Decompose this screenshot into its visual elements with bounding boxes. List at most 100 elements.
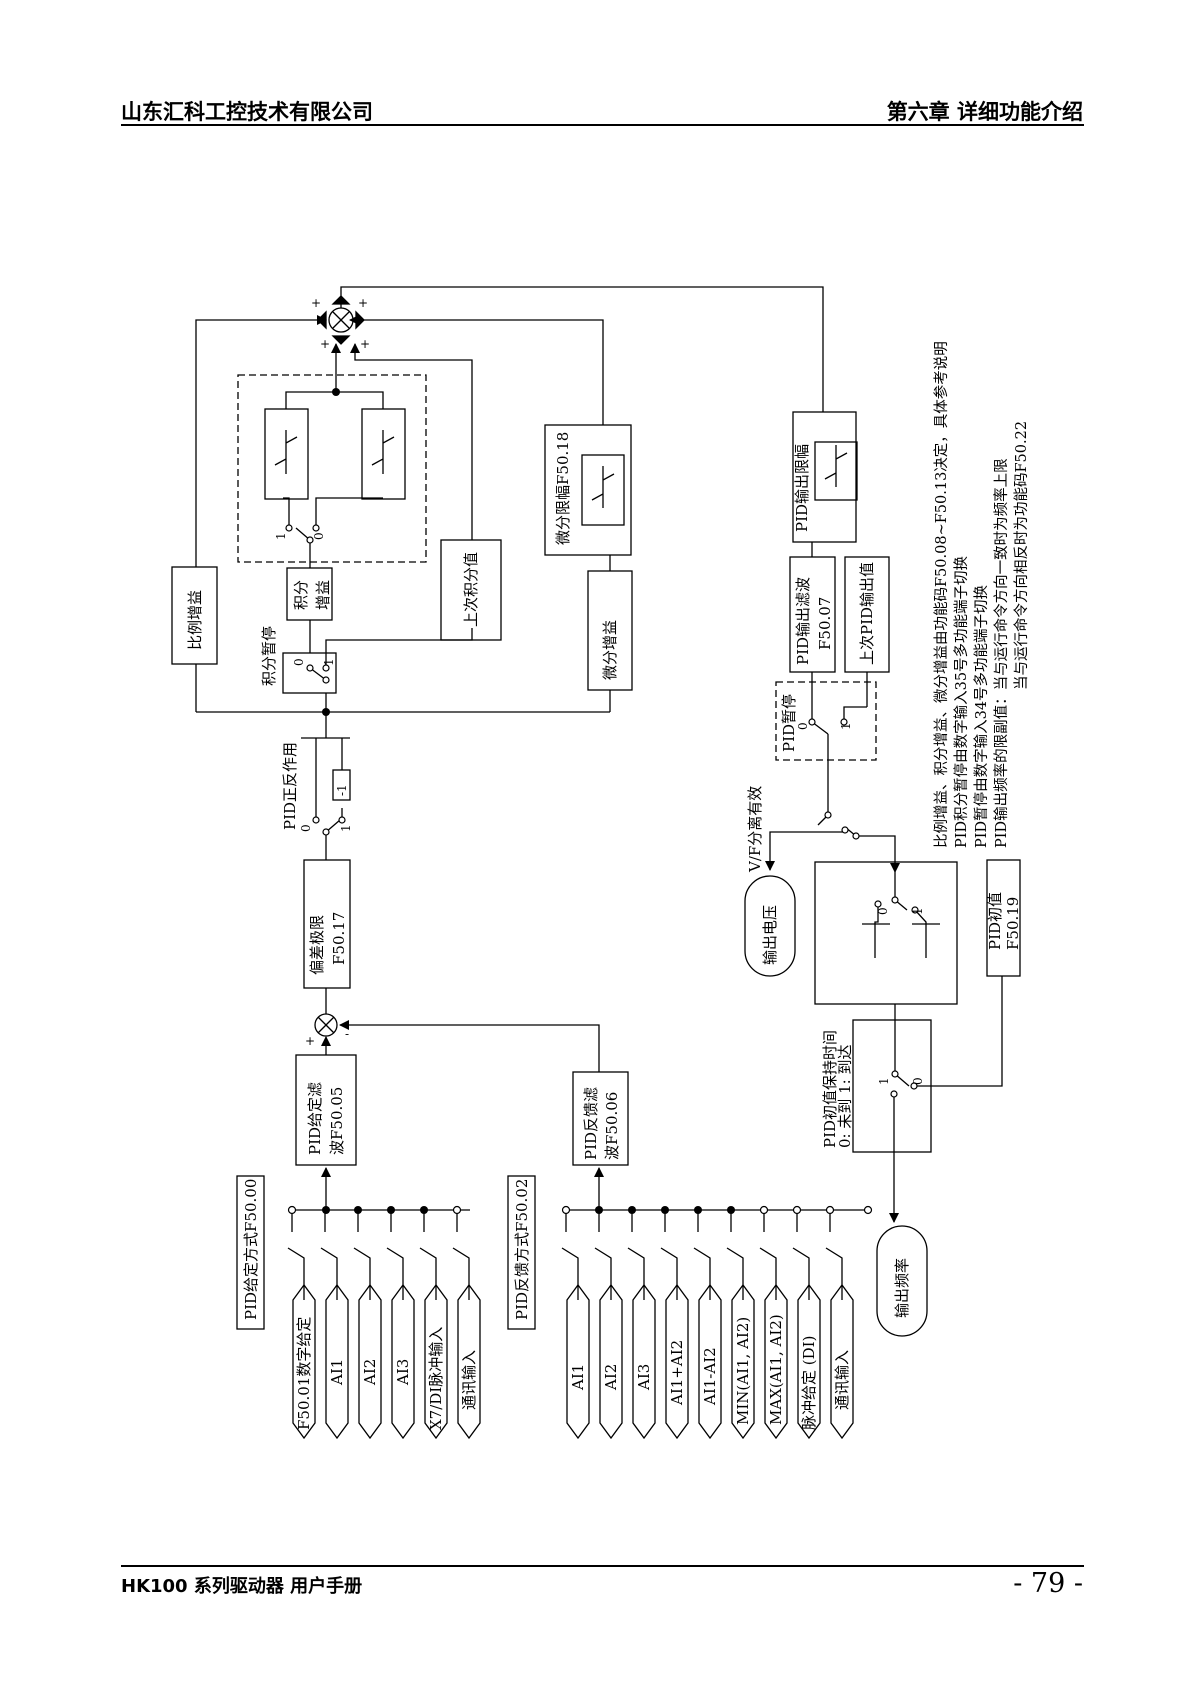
proportional-gain-label: 比例增益 bbox=[186, 590, 204, 650]
output-filter-line2: F50.07 bbox=[816, 597, 834, 650]
output-limiter bbox=[814, 441, 858, 501]
output-limit-label: PID输出限幅 bbox=[793, 444, 811, 532]
footer-manual: HK100 系列驱动器 用户手册 bbox=[121, 1576, 363, 1597]
output-frequency-label: 输出频率 bbox=[893, 1258, 911, 1318]
page-number: - 79 - bbox=[1013, 1568, 1083, 1599]
setpoint-input-switches bbox=[287, 1210, 470, 1300]
output-limiter-icon bbox=[824, 445, 848, 487]
setpoint-input-5: X7/DI脉冲输入 bbox=[427, 1327, 445, 1430]
output-limit-box bbox=[792, 411, 857, 543]
feedback-filter-line2: 波F50.06 bbox=[603, 1092, 621, 1160]
deviation-limit-line2: F50.17 bbox=[330, 912, 348, 965]
integral-gain-line2: 增益 bbox=[314, 580, 332, 610]
setpoint-filter-line1: PID给定滤 bbox=[306, 1082, 324, 1155]
last-output-label: 上次PID输出值 bbox=[858, 562, 876, 665]
integral-limiter-group bbox=[237, 374, 427, 563]
output-frequency-terminal bbox=[876, 1225, 928, 1337]
pid-sum-plus-bottom: + bbox=[320, 337, 330, 351]
pid-output-line bbox=[340, 286, 824, 412]
pid-pause-switch bbox=[811, 692, 867, 815]
note-2: PID积分暂停由数字输入35号多功能端子切换 bbox=[953, 555, 970, 848]
vf-separation-switch bbox=[765, 814, 900, 873]
setpoint-input-tags bbox=[292, 1283, 481, 1440]
direction-pos-0: 0 bbox=[299, 824, 313, 832]
junction-dots bbox=[322, 388, 735, 1214]
feedback-input-4: AI1+AI2 bbox=[668, 1340, 686, 1406]
startup-pos-1: 1 bbox=[911, 907, 925, 915]
startup-pos-0: 0 bbox=[876, 907, 890, 915]
hold-time-line2: 0: 未到 1: 到达 bbox=[836, 1045, 854, 1149]
header-rule bbox=[121, 124, 1084, 126]
startup-block bbox=[814, 861, 958, 1005]
feedback-mode-box bbox=[507, 1175, 536, 1330]
feedback-input-6: MIN(AI1, AI2) bbox=[734, 1317, 752, 1425]
feedback-input-3: AI3 bbox=[635, 1364, 653, 1391]
last-integral-to-sum-arrow bbox=[350, 343, 473, 540]
header-chapter: 第六章 详细功能介绍 bbox=[886, 100, 1083, 124]
deviation-limit-box bbox=[303, 859, 351, 989]
footer-rule bbox=[121, 1565, 1084, 1567]
error-sum-plus: + bbox=[305, 1034, 315, 1048]
pid-pause-label: PID暂停 bbox=[780, 694, 798, 752]
header-company: 山东汇科工控技术有限公司 bbox=[121, 100, 373, 124]
ipause-pos-0: 0 bbox=[292, 658, 306, 666]
deviation-limit-line1: 偏差极限 bbox=[308, 915, 326, 975]
pid-sum-plus-left: + bbox=[311, 296, 321, 310]
integral-pause-label: 积分暂停 bbox=[260, 626, 278, 686]
feedback-to-sum-arrow bbox=[339, 1020, 600, 1072]
pid-pause-group bbox=[775, 681, 877, 761]
feedback-input-switches bbox=[561, 1210, 843, 1300]
setpoint-input-4: AI3 bbox=[394, 1359, 412, 1386]
feedback-filter-box bbox=[572, 1071, 629, 1166]
derivative-gain-label: 微分增益 bbox=[601, 620, 619, 680]
deriv-limiter-icon bbox=[591, 466, 615, 508]
last-integral-label: 上次积分值 bbox=[462, 552, 480, 627]
feedback-input-8: 脉冲给定 (DI) bbox=[800, 1336, 818, 1430]
note-5: 当与运行命令方向相反时为功能码F50.22 bbox=[1012, 421, 1030, 690]
startup-switch bbox=[862, 872, 940, 958]
initial-value-box bbox=[986, 859, 1021, 977]
setpoint-filter-box bbox=[295, 1054, 357, 1166]
direction-inverter-label: -1 bbox=[335, 784, 349, 796]
limiter-2-icon bbox=[371, 430, 395, 474]
prop-to-sum-arrow bbox=[195, 315, 327, 567]
feedback-input-5: AI1-AI2 bbox=[701, 1347, 719, 1406]
note-4: PID输出频率的限副值：当与运行命令方向一致时为频率上限 bbox=[992, 458, 1010, 848]
pid-sum-plus-right: + bbox=[358, 296, 368, 310]
deriv-to-sum-arrow bbox=[349, 315, 604, 425]
switch-contacts bbox=[285, 524, 919, 1215]
pause-pos-1: 1 bbox=[839, 722, 853, 730]
error-sum-minus: - bbox=[345, 1027, 349, 1041]
limiter-1-icon bbox=[274, 430, 298, 474]
setpoint-input-2: AI1 bbox=[328, 1359, 346, 1386]
pid-sum-plus-bottom2: + bbox=[360, 337, 370, 351]
feedback-input-1: AI1 bbox=[569, 1364, 587, 1391]
setpoint-input-6: 通讯输入 bbox=[460, 1350, 478, 1410]
note-1: 比例增益、积分增益、微分增益由功能码F50.08~F50.13决定，具体参考说明 bbox=[933, 341, 950, 848]
output-voltage-terminal bbox=[744, 875, 796, 977]
last-integral-box bbox=[440, 539, 502, 641]
proportional-gain-box bbox=[171, 566, 218, 665]
setpoint-input-3: AI2 bbox=[361, 1359, 379, 1386]
pause-pos-0: 0 bbox=[796, 722, 810, 730]
error-sum-junction bbox=[314, 1013, 338, 1037]
derivative-limit-label: 微分限幅F50.18 bbox=[554, 432, 572, 545]
output-voltage-label: 输出电压 bbox=[761, 905, 779, 965]
feedback-input-2: AI2 bbox=[602, 1364, 620, 1391]
feedback-mode-label: PID反馈方式F50.02 bbox=[513, 1179, 531, 1320]
derivative-limiter bbox=[581, 454, 625, 526]
ilimit-pos-0: 0 bbox=[312, 532, 326, 540]
hold-time-line1: PID初值保持时间 bbox=[821, 1030, 839, 1148]
hold-pos-0: 0 bbox=[911, 1077, 925, 1085]
feedback-filter-line1: PID反馈滤 bbox=[582, 1087, 600, 1160]
initial-value-line2: F50.19 bbox=[1004, 897, 1022, 950]
integral-limiter-switch bbox=[283, 497, 383, 541]
feedback-input-tags bbox=[566, 1283, 854, 1440]
vf-separation-label: V/F分离有效 bbox=[746, 786, 764, 873]
feedback-input-7: MAX(AI1, AI2) bbox=[767, 1314, 785, 1425]
setpoint-filter-line2: 波F50.05 bbox=[328, 1087, 346, 1155]
ilimit-pos-1: 1 bbox=[274, 532, 288, 540]
output-filter-line1: PID输出滤波 bbox=[794, 577, 812, 665]
hold-switch bbox=[893, 1028, 1003, 1210]
